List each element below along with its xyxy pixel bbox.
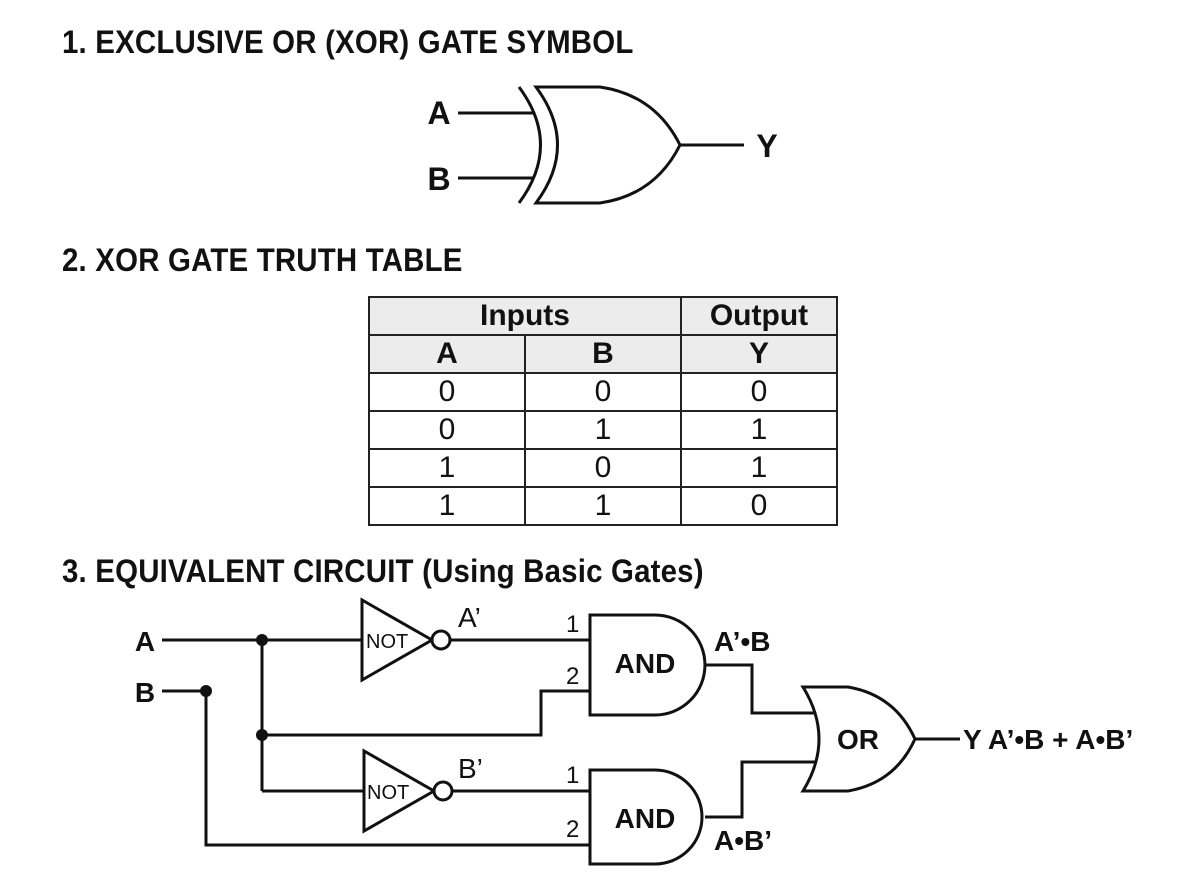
circuit-output-label: Y A’•B + A•B’ [963,724,1133,755]
junction-a-2 [256,729,268,741]
truth-table-header-y: Y [680,334,838,374]
wire-a-to-and1 [262,689,590,737]
table-cell: 1 [680,448,838,488]
wire-b-main [162,689,590,847]
and-gate-2-output-label: A•B’ [714,825,772,856]
not-gate-1-output-label: A’ [458,602,481,633]
not-gate-2-bubble [432,780,454,802]
not-gate-2-label: NOT [367,782,409,804]
and-gate-2-pin-2-label: 2 [566,816,579,843]
table-cell: 1 [524,410,682,450]
section-1-title: EXCLUSIVE OR (XOR) GATE SYMBOL [95,24,634,60]
not-gate-1-body [360,597,436,683]
junction-b [200,685,212,697]
junction-a-1 [256,634,268,646]
circuit-input-a-label: A [135,626,155,657]
xor-output-label: Y [756,128,777,164]
table-cell: 1 [368,448,526,488]
not-gate-1 [360,597,452,683]
not-gate-2 [362,748,454,834]
truth-table-header-b: B [524,334,682,374]
not-gate-2-output-label: B’ [458,753,483,784]
table-cell: 0 [680,372,838,412]
section-2-heading: 2. XOR GATE TRUTH TABLE [62,242,463,279]
xor-gate-symbol [458,85,744,205]
wire-and1-to-or [705,663,815,715]
and-gate-2-pin-1-label: 1 [566,762,579,789]
table-cell: 0 [368,372,526,412]
table-row: 1 1 0 [368,486,838,526]
truth-table: Inputs Output A B Y 0 0 0 0 1 1 1 0 1 1 … [368,296,838,526]
and-gate-2-label: AND [615,803,676,834]
not-gate-1-label: NOT [366,631,408,653]
and-gate-1-label: AND [615,648,676,679]
or-gate-label: OR [837,724,879,755]
table-row: 0 1 1 [368,410,838,450]
or-gate [800,685,917,793]
table-cell: 0 [368,410,526,450]
table-row: 0 0 0 [368,372,838,412]
section-3-number: 3. [62,553,87,589]
section-2-title: XOR GATE TRUTH TABLE [95,242,463,278]
not-gate-1-bubble [430,629,452,651]
xor-input-b-label: B [427,161,450,197]
and-gate-2 [588,768,704,866]
and-gate-1-pin-2-label: 2 [566,663,579,690]
truth-table-inputs-header: Inputs [368,296,682,336]
table-cell: 0 [680,486,838,526]
table-cell: 1 [524,486,682,526]
truth-table-output-header: Output [680,296,838,336]
and-gate-1-pin-1-label: 1 [566,611,579,638]
section-3-heading: 3. EQUIVALENT CIRCUIT (Using Basic Gates… [62,553,704,590]
section-3-title: EQUIVALENT CIRCUIT [95,553,414,589]
circuit-input-b-label: B [135,677,155,708]
wire-and2-to-or [705,760,815,819]
xor-input-a-label: A [427,95,450,131]
xor-extra-curve [517,86,542,204]
truth-table-header-a: A [368,334,526,374]
section-2-number: 2. [62,242,87,278]
and-gate-1-output-label: A’•B [714,626,770,657]
table-cell: 1 [680,410,838,450]
xor-gate-body [533,85,682,205]
not-gate-2-body [362,748,438,834]
truth-table-group-row: Inputs Output [368,296,838,336]
table-cell: 0 [524,372,682,412]
table-row: 1 0 1 [368,448,838,488]
table-cell: 0 [524,448,682,488]
section-1-heading: 1. EXCLUSIVE OR (XOR) GATE SYMBOL [62,24,633,61]
section-1-number: 1. [62,24,87,60]
table-cell: 1 [368,486,526,526]
truth-table-header-row: A B Y [368,334,838,374]
section-3-subtitle: (Using Basic Gates) [422,553,704,589]
and-gate-1 [588,613,707,717]
